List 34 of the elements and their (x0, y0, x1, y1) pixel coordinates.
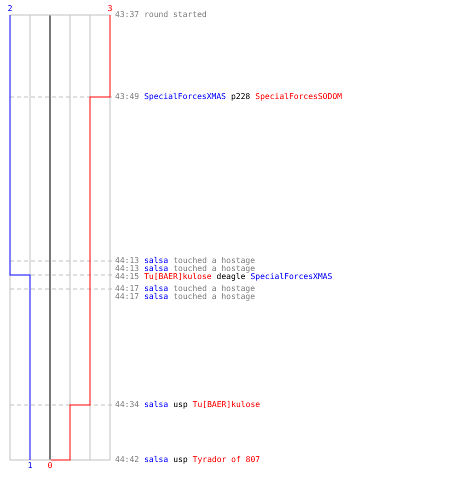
event-text: touched a hostage (173, 293, 256, 301)
timestamp: 44:13 (115, 257, 140, 265)
value-label: 3 (108, 5, 112, 13)
timestamp: 43:37 (115, 11, 140, 19)
value-label: 1 (28, 462, 32, 470)
weapon-name: usp (173, 456, 188, 464)
event-text: touched a hostage (173, 257, 256, 265)
timestamp: 44:17 (115, 293, 140, 301)
player-name: SpecialForcesXMAS (250, 273, 332, 281)
player-name: salsa (144, 265, 168, 273)
timestamp: 44:17 (115, 285, 140, 293)
timestamp: 44:34 (115, 401, 140, 409)
player-name: salsa (144, 293, 168, 301)
player-name: salsa (144, 257, 168, 265)
player-name: salsa (144, 456, 168, 464)
player-name: Tyrador of 807 (192, 456, 260, 464)
weapon-name: usp (173, 401, 188, 409)
weapon-name: deagle (216, 273, 246, 281)
event-text: touched a hostage (173, 265, 256, 273)
timestamp: 44:42 (115, 456, 140, 464)
timestamp: 44:15 (115, 273, 140, 281)
value-label: 0 (48, 462, 52, 470)
timestamp: 44:13 (115, 265, 140, 273)
player-name: SpecialForcesSODOM (255, 93, 342, 101)
player-name: salsa (144, 285, 168, 293)
player-name: SpecialForcesXMAS (144, 93, 226, 101)
player-name: Tu[BAER]kulose (192, 401, 260, 409)
event-text: round started (144, 11, 207, 19)
player-name: Tu[BAER]kulose (144, 273, 212, 281)
value-label: 2 (8, 5, 12, 13)
event-text: touched a hostage (173, 285, 256, 293)
timestamp: 43:49 (115, 93, 140, 101)
weapon-name: p228 (230, 93, 250, 101)
player-name: salsa (144, 401, 168, 409)
